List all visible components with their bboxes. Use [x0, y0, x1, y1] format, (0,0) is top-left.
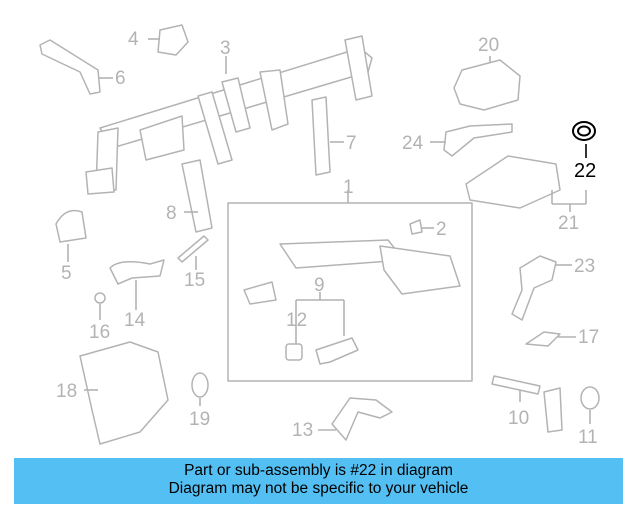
part-5-plate — [55, 209, 87, 243]
callout-7: 7 — [346, 133, 357, 154]
part-6-bracket — [39, 39, 101, 95]
exploded-parts-diagram: 1 2 3 4 5 6 7 8 9 10 11 12 13 14 15 16 1… — [39, 24, 600, 448]
callout-19: 19 — [189, 409, 210, 430]
part-3-support-beam — [85, 35, 373, 195]
callout-10: 10 — [508, 408, 529, 429]
callout-2: 2 — [436, 219, 447, 240]
leader-lines — [67, 38, 591, 431]
callout-13: 13 — [292, 420, 313, 441]
part-4-bracket — [157, 24, 189, 56]
part-7-plate — [311, 96, 331, 176]
part-10-key — [543, 387, 563, 433]
part-12-bushing — [285, 343, 303, 361]
callout-6: 6 — [115, 68, 126, 89]
callout-11: 11 — [578, 427, 598, 448]
callout-14: 14 — [124, 310, 146, 331]
part-24-switch — [443, 123, 513, 157]
part-17-clip — [525, 331, 561, 347]
part-10-lock-cylinder — [491, 375, 541, 395]
part-9-lever — [315, 337, 359, 365]
callout-23: 23 — [574, 256, 595, 277]
part-1-steering-column — [243, 239, 461, 305]
callout-12: 12 — [286, 310, 307, 331]
callout-1: 1 — [343, 177, 354, 198]
part-18-cover — [79, 341, 169, 445]
callout-labels: 1 2 3 4 5 6 7 8 9 10 11 12 13 14 15 16 1… — [56, 29, 599, 448]
callout-21: 21 — [558, 213, 579, 234]
info-banner: Part or sub-assembly is #22 in diagram D… — [14, 458, 623, 504]
part-15-bolt — [177, 235, 209, 263]
callout-24: 24 — [402, 133, 424, 154]
banner-disclaimer-line: Diagram may not be specific to your vehi… — [168, 480, 469, 497]
part-23-lever — [511, 255, 557, 321]
part-21-housing — [465, 155, 561, 209]
part-13-bracket — [331, 397, 393, 441]
callout-9: 9 — [314, 275, 325, 296]
part-2-screw — [409, 219, 423, 235]
callout-22-highlighted: 22 — [574, 160, 596, 182]
part-20-shroud — [453, 59, 521, 111]
callout-3: 3 — [220, 38, 231, 59]
part-16-nut — [94, 292, 106, 304]
callout-4: 4 — [128, 29, 139, 50]
callout-20: 20 — [478, 35, 499, 56]
callout-15: 15 — [184, 270, 205, 291]
part-8-bracket — [181, 159, 213, 233]
banner-part-line: Part or sub-assembly is #22 in diagram — [184, 462, 453, 479]
callout-17: 17 — [578, 327, 599, 348]
part-19-ring — [191, 372, 209, 398]
part-11-washer — [580, 386, 600, 410]
part-14-lever — [109, 259, 165, 285]
callout-5: 5 — [61, 263, 72, 284]
callout-8: 8 — [166, 203, 177, 224]
callout-16: 16 — [89, 322, 110, 343]
callout-18: 18 — [56, 381, 77, 402]
part-22-ring — [572, 121, 596, 141]
